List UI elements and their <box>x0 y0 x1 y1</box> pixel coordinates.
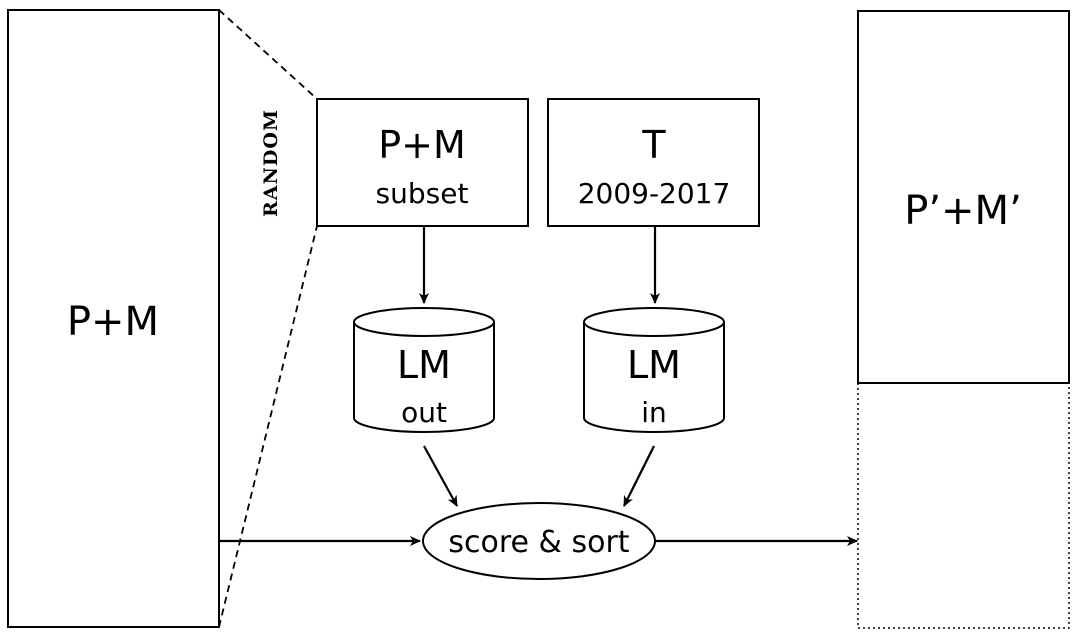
output-label: P’+M’ <box>904 188 1022 234</box>
zoom-line-bottom <box>218 225 318 628</box>
lm-out-subtitle: out <box>401 396 447 429</box>
target-subtitle: 2009-2017 <box>578 177 731 210</box>
output-selected-region <box>857 10 1070 384</box>
target-title: T <box>641 123 666 167</box>
lm-in-cylinder: LM in <box>583 307 725 433</box>
subset-title: P+M <box>378 123 466 167</box>
lm-out-cylinder: LM out <box>353 307 495 433</box>
lm-in-subtitle: in <box>641 396 667 429</box>
zoom-line-top <box>218 9 318 100</box>
arrow-lm-in-to-score <box>623 445 655 507</box>
subset-subtitle: subset <box>376 177 469 210</box>
output-discarded-region <box>857 382 1070 629</box>
source-corpus-label: P+M <box>67 299 159 345</box>
output-box: P’+M’ <box>857 10 1070 629</box>
score-sort-node: score & sort <box>422 502 656 580</box>
arrow-lm-out-to-score <box>423 445 458 507</box>
target-box: T 2009-2017 <box>547 98 760 227</box>
subset-box: P+M subset <box>316 98 529 227</box>
score-sort-label: score & sort <box>448 525 629 560</box>
random-label: RANDOM <box>260 109 282 217</box>
lm-out-title: LM <box>397 343 451 387</box>
lm-in-title: LM <box>627 343 681 387</box>
source-corpus-box: P+M <box>7 9 220 628</box>
